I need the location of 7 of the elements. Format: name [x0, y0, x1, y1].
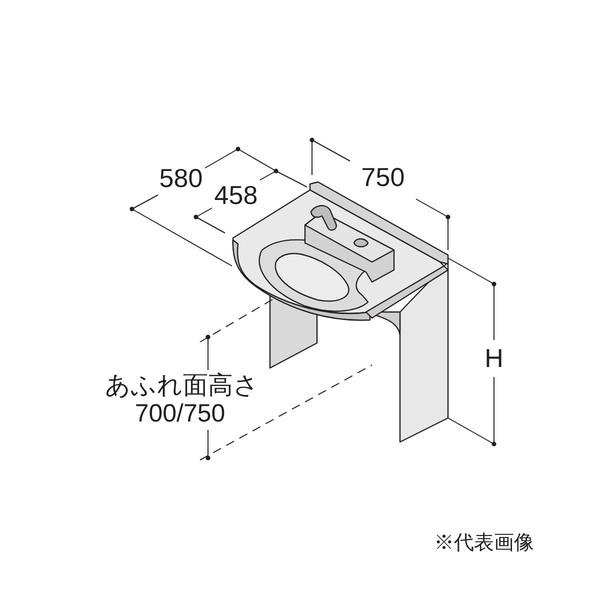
dimension-label: 458 [214, 182, 258, 208]
note-text: ※代表画像 [434, 533, 534, 553]
dimension-label: 580 [159, 165, 203, 191]
dimension-label: 700/750 [134, 402, 226, 426]
dimension-label: H [484, 345, 504, 371]
dimension-label: あふれ面高さ [105, 374, 259, 398]
dimension-label: 750 [361, 164, 405, 190]
